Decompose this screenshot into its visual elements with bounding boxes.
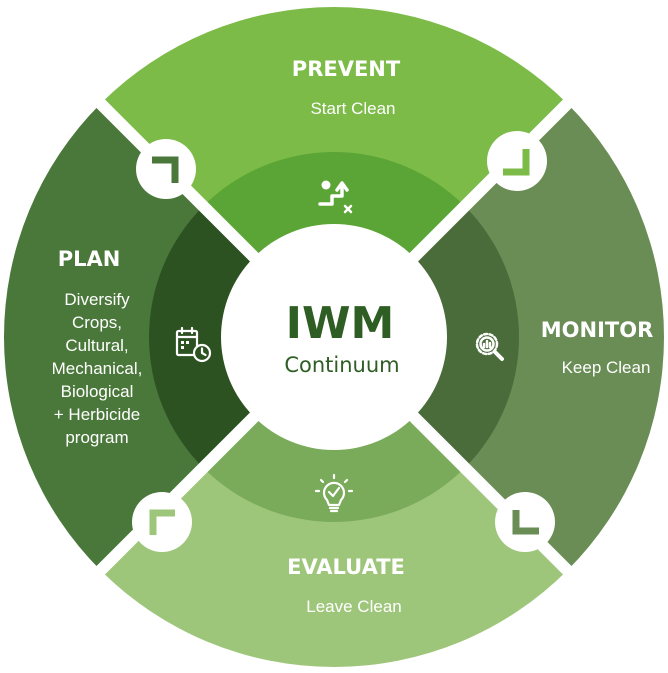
center-subtitle: Continuum <box>284 353 399 377</box>
plan-line: program <box>65 428 128 447</box>
connector-badge-top-left <box>136 139 196 199</box>
monitor-title: MONITOR <box>541 318 654 342</box>
plan-line: Mechanical, <box>52 359 143 378</box>
magnifier-chart-icon <box>475 332 504 361</box>
center-circle <box>221 224 447 450</box>
plan-line: Diversify <box>64 290 130 309</box>
prevent-title: PREVENT <box>292 57 401 81</box>
staircase-progress-icon <box>318 180 353 214</box>
plan-line: Crops, <box>72 313 122 332</box>
center-title: IWM <box>286 298 395 349</box>
connector-badge-bottom-right <box>495 492 555 552</box>
connector-badge-bottom-left <box>132 492 192 552</box>
evaluate-title: EVALUATE <box>287 555 405 579</box>
plan-line: + Herbicide <box>54 405 140 424</box>
corner-arrow-icon <box>149 509 175 535</box>
lightbulb-check-icon <box>314 473 354 513</box>
calendar-clock-icon <box>175 326 212 363</box>
plan-title: PLAN <box>58 247 121 271</box>
corner-arrow-icon <box>152 156 179 183</box>
plan-line: Cultural, <box>65 336 128 355</box>
corner-arrow-icon <box>512 510 539 535</box>
corner-arrow-icon <box>503 149 530 176</box>
connector-badge-top-right <box>487 131 547 191</box>
monitor-subtitle: Keep Clean <box>562 358 651 377</box>
plan-line: Biological <box>61 382 134 401</box>
evaluate-subtitle: Leave Clean <box>306 597 401 616</box>
prevent-subtitle: Start Clean <box>310 99 395 118</box>
